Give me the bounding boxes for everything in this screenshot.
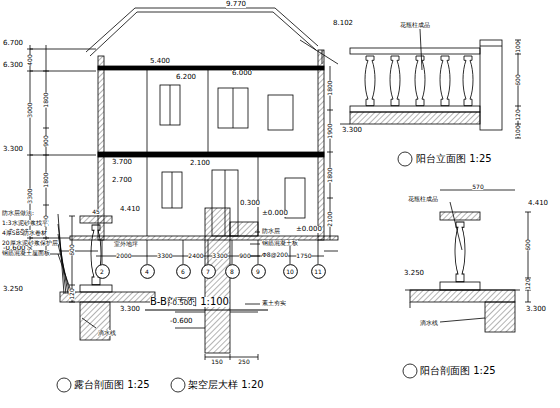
axis-number: 11 [311,264,326,279]
dimension-text: 900 [43,135,49,146]
dimension-text: 6.000 [232,70,252,77]
drawing-title: 阳台立面图 1:25 [416,154,492,164]
axis-number: 10 [283,264,298,279]
dimension-text: 8.102 [333,20,353,27]
dimension-text: 1800 [327,167,333,182]
dimension-text: 6.700 [3,40,23,47]
axis-number: 4 [140,264,155,279]
axis-bubble: 6 [176,264,191,279]
dimension-text: 20厚水泥砂浆保护层 [2,240,58,246]
dimension-text: 3.250 [404,270,424,277]
dimension-text: 2400 [188,253,203,259]
balcony-elevation [340,29,521,166]
axis-number: 6 [176,264,191,279]
dimension-text: 3.300 [342,127,362,134]
dimension-text: 3300 [157,253,172,259]
dimension-text: 4.410 [528,200,548,207]
dimension-text: 1750 [296,253,311,259]
dimension-text: 1800 [327,80,333,95]
dimension-text: 3.300 [120,306,140,313]
dimension-text: 4厚SBS防水卷材 [2,230,47,236]
dimension-text: 120 [69,288,75,299]
dimension-text: 6.200 [176,74,196,81]
dimension-text: -0.600 [170,318,193,325]
axis-bubble: 9 [251,264,266,279]
dimension-text: 570 [472,184,483,190]
drawing-title: 架空层大样 1:20 [188,380,264,390]
balcony-section [403,190,531,378]
dimension-text: 3.300 [3,146,23,153]
axis-bubble: 8 [225,264,240,279]
dimension-text: 2100 [327,211,333,226]
dimension-text: 150 [211,359,222,365]
dimension-text: 9.770 [226,1,246,8]
dimension-text: 250 [238,359,249,365]
dimension-text: 3.250 [3,286,23,293]
drawing-title: 露台剖面图 1:25 [74,380,150,390]
dimension-text: 钢筋混凝土屋面板 [2,250,50,256]
dimension-text: 防水层做法: [2,210,34,216]
dimension-text: 120 [515,109,521,120]
dimension-text: 室外地坪 [114,241,138,247]
axis-bubble: 11 [311,264,326,279]
dimension-text: 6.300 [3,62,23,69]
axis-bubble: 7 [201,264,216,279]
dimension-text: 45 [92,209,100,215]
dimension-text: 花瓶柱成品 [408,196,438,202]
dimension-text: 900 [239,253,250,259]
dimension-text: 5.400 [150,58,170,65]
dimension-text: 600 [525,239,531,250]
axis-number: 9 [251,264,266,279]
dimension-text: 3.300 [526,306,546,313]
section-bb [27,8,338,310]
dimension-text: 1800 [43,172,49,187]
dimension-text: 1900 [327,123,333,138]
dimension-text: 3000 [27,102,33,117]
dimension-text: 3300 [212,253,227,259]
dimension-text: 3.700 [112,159,132,166]
drawing-title: 阳台剖面图 1:25 [420,366,496,376]
axis-number: 2 [95,264,110,279]
dimension-text: ±0.000 [262,210,288,217]
dimension-text: 2.700 [112,177,132,184]
dimension-text: 素土夯实 [262,300,286,306]
dimension-text: 滴水线 [420,320,438,326]
dimension-text: 0.300 [240,200,260,207]
dimension-text: 1800 [43,92,49,107]
dimension-text: 600 [69,244,75,255]
dimension-text: 1:3水泥砂浆找平 [2,220,48,226]
dimension-text: 100 [515,125,521,136]
terrace-section [57,214,155,392]
axis-bubble: 10 [283,264,298,279]
axis-bubble: 2 [95,264,110,279]
axis-bubble: 4 [140,264,155,279]
dimension-text: 600 [515,74,521,85]
axis-number: 7 [201,264,216,279]
dimension-text: 120 [525,278,531,289]
dimension-text: -0.500 [170,300,193,307]
dimension-text: 3300 [27,188,33,203]
dimension-text: 400 [27,54,33,65]
axis-number: 8 [225,264,240,279]
dimension-text: 100 [515,41,521,52]
dimension-text: 2.100 [190,160,210,167]
dimension-text: 钢筋混凝土板 [262,240,298,246]
dimension-text: 2000 [116,253,131,259]
dimension-text: Φ8@200 [262,252,288,258]
dimension-text: ±0.000 [296,226,322,233]
dimension-text: 花瓶柱成品 [400,22,430,28]
dimension-text: 滴水线 [98,330,116,336]
dimension-text: 4.410 [120,206,140,213]
dimension-text: 防水层 [262,228,280,234]
